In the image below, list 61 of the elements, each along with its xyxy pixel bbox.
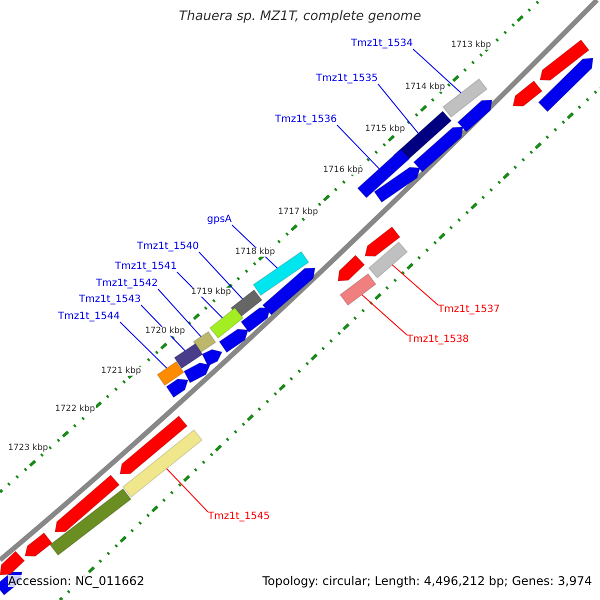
gene-block [183,362,211,384]
gene-block [218,328,249,354]
scale-label: 1721 kbp [100,366,142,376]
gene-block [413,126,464,173]
leader-line [336,124,380,170]
leader-line [120,322,168,369]
gene-block [192,330,216,354]
scale-label: 1713 kbp [450,40,492,50]
gene-block [156,360,184,386]
leader-line [412,48,462,94]
leader-line [361,294,408,336]
gene-block [49,488,132,556]
gene-block [240,307,271,333]
gene-block [374,166,421,203]
gene-block [337,254,366,282]
leader-line [392,264,438,306]
scale-label: 1720 kbp [144,326,186,336]
gene-block [512,80,543,107]
gene-label: Tmz1t_1537 [438,305,500,315]
gene-block [364,226,401,257]
gene-label: Tmz1t_1545 [208,512,270,522]
gene-block [538,57,594,112]
gene-label: Tmz1t_1535 [316,74,378,84]
gene-label: gpsA [207,215,232,225]
gene-block [202,348,223,367]
gene-block [262,267,316,316]
gene-block [368,241,408,279]
scale-label: 1719 kbp [190,288,232,296]
gene-block [539,39,590,81]
gene-label: Tmz1t_1536 [275,115,337,125]
gene-block [24,532,53,557]
gene-block [0,550,26,576]
gene-block [119,415,188,475]
gene-block [339,273,377,306]
leader-line [378,84,419,134]
scale-label: 1717 kbp [276,208,320,216]
gene-label: Tmz1t_1540 [137,242,199,252]
leader-line [158,288,202,338]
diagram-title: Thauera sp. MZ1T, complete genome [178,10,422,23]
gene-label: Tmz1t_1534 [351,39,413,49]
scale-label: 1723 kbp [6,444,50,452]
gene-block [166,378,189,398]
gene-block [457,99,493,132]
gene-block [209,307,244,339]
scale-label: 1722 kbp [54,404,96,414]
leader-line [198,252,243,300]
gene-block [174,342,204,370]
scale-label: 1716 kbp [322,166,364,174]
accession-text: Accession: NC_011662 [8,575,144,587]
gene-block [54,474,120,533]
scale-label: 1718 kbp [234,248,276,256]
gene-label: Tmz1t_1543 [79,295,141,305]
gene-label: Tmz1t_1542 [96,279,158,289]
scale-label: 1714 kbp [404,82,446,92]
leader-line [166,468,208,512]
gene-label: Tmz1t_1538 [407,335,469,345]
gene-label: Tmz1t_1541 [115,262,177,272]
gene-label: Tmz1t_1544 [58,312,120,322]
scale-label: 1715 kbp [364,124,406,134]
genome-stats-text: Topology: circular; Length: 4,496,212 bp; Genes: 3,974 [262,575,592,587]
gene-block [122,429,203,498]
